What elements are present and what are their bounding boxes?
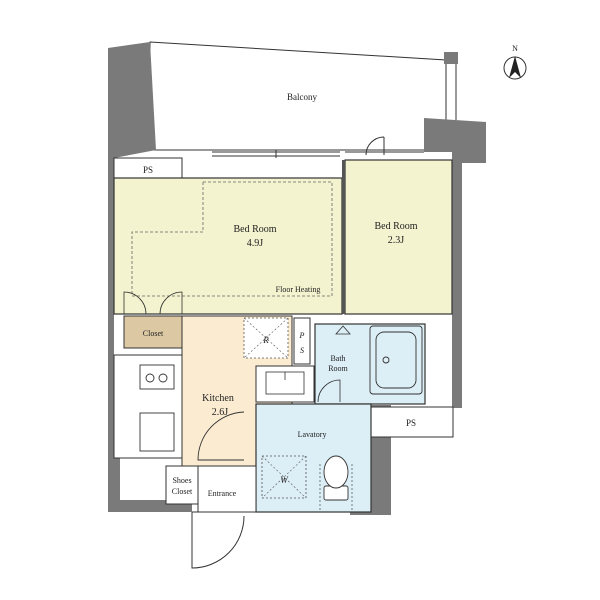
closet: Closet (123, 291, 183, 349)
bedroom-2-name: Bed Room (374, 221, 417, 232)
ps-vertical-p: P (299, 331, 305, 340)
toilet-icon (319, 455, 353, 510)
door-swing-icon (365, 136, 385, 156)
kitchen-sink-counter (139, 412, 175, 452)
entrance-label: Entrance (208, 489, 237, 498)
ps-top: PS (113, 157, 183, 179)
washer-space: W (261, 455, 307, 499)
shoes-label-line2: Closet (172, 487, 193, 496)
ps-right: PS (370, 406, 454, 438)
bedroom-2-size: 2.3J (388, 235, 405, 246)
kitchen-name: Kitchen (202, 393, 234, 404)
north-arrow-icon: N (503, 44, 527, 80)
bedroom-1-name: Bed Room (233, 224, 276, 235)
bedroom-divider (342, 160, 345, 314)
lavatory-door-swing (197, 411, 245, 461)
balcony-window (212, 150, 424, 158)
ps-vertical: P S (293, 317, 311, 365)
ps-vertical-s: S (300, 346, 304, 355)
kitchen-size: 2.6J (212, 407, 229, 418)
stove-icon (139, 364, 175, 390)
floor-heating-label: Floor Heating (276, 285, 321, 294)
entrance: Entrance (191, 465, 257, 569)
balcony-label: Balcony (287, 92, 317, 102)
refrigerator: R (243, 317, 289, 359)
bath-label-line2: Room (328, 364, 348, 373)
shoes-closet: Shoes Closet (165, 465, 199, 505)
shoes-label-line1: Shoes (172, 476, 191, 485)
bathtub-icon (369, 325, 423, 395)
lavatory-label: Lavatory (298, 430, 327, 439)
ps-right-label: PS (406, 418, 416, 428)
bath-label-line1: Bath (330, 354, 345, 363)
refrigerator-label: R (262, 335, 269, 345)
north-label: N (512, 44, 518, 53)
lavatory: Lavatory (255, 403, 372, 513)
washer-label: W (280, 475, 289, 485)
bedroom-1: Bed Room 4.9J Floor Heating (113, 177, 343, 315)
sink-icon (255, 365, 315, 403)
bedroom-2: Bed Room 2.3J (344, 159, 453, 315)
closet-label: Closet (143, 329, 164, 338)
ps-top-label: PS (143, 165, 153, 175)
bedroom-1-size: 4.9J (247, 238, 264, 249)
